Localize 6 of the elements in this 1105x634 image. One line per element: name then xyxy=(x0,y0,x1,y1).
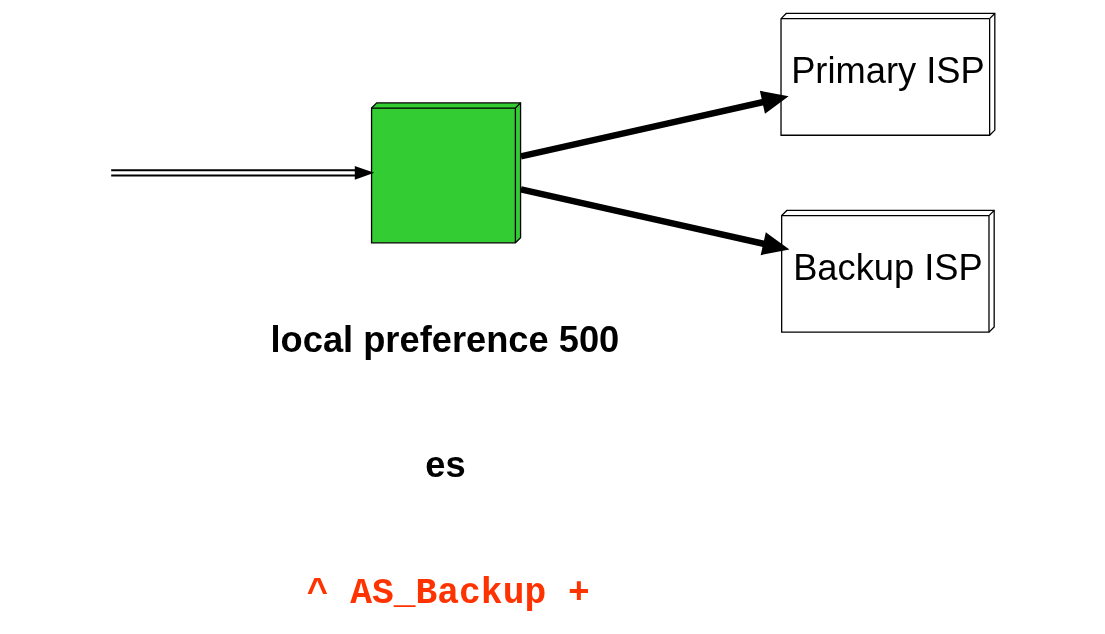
label: ^ AS_Backup + xyxy=(306,572,590,614)
label: es xyxy=(425,444,466,486)
arrow xyxy=(110,166,375,180)
arrow xyxy=(520,186,790,256)
arrow xyxy=(520,90,789,160)
label: local preference 500 xyxy=(270,318,620,360)
